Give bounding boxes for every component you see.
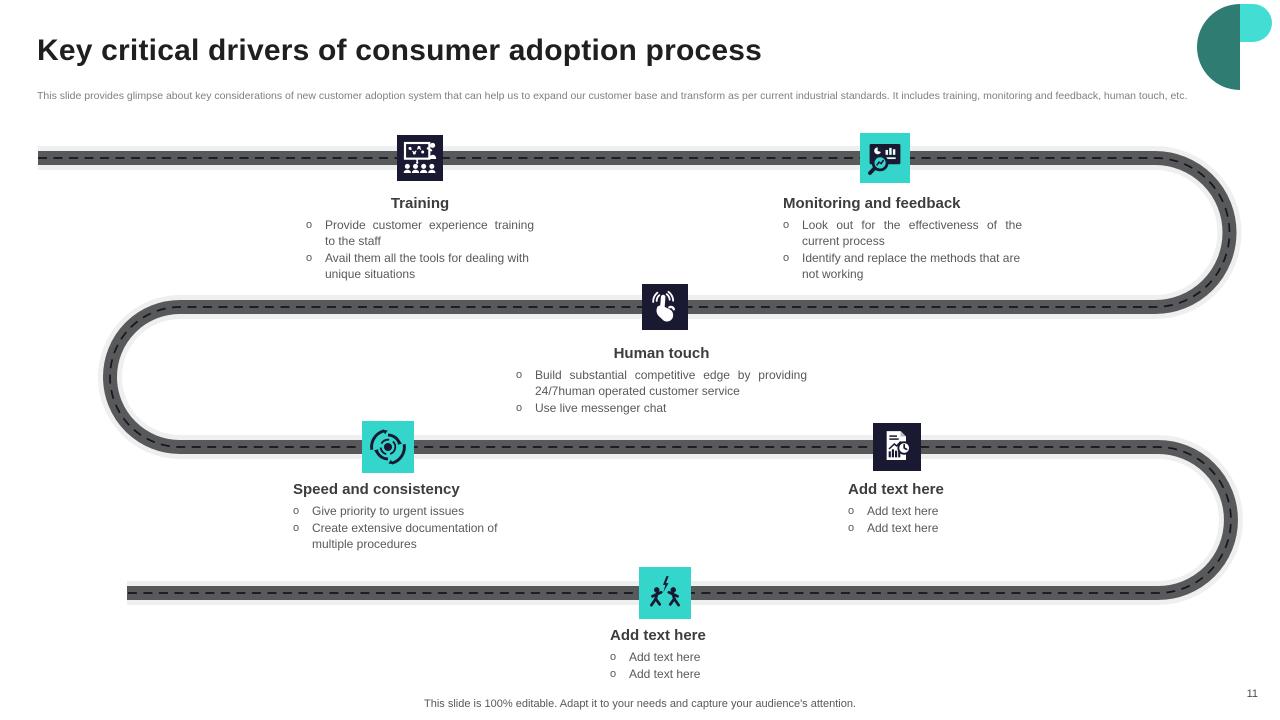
bullet-marker: o (516, 402, 523, 414)
milestone-monitoring-and-feedback: Monitoring and feedback o Look out for t… (783, 194, 1022, 283)
bullet-text: Use live messenger chat (535, 401, 667, 415)
bullet-item: o Use live messenger chat (516, 400, 807, 416)
logo-dark-shape (1197, 4, 1240, 90)
milestone-bullets: o Add text here o Add text here (610, 649, 810, 682)
bullet-marker: o (306, 252, 313, 264)
logo-light-shape (1240, 4, 1272, 42)
bullet-marker: o (516, 369, 523, 381)
cycle-arrows-icon (362, 421, 414, 473)
milestone-human-touch: Human touch o Build substantial competit… (516, 344, 807, 417)
page-number: 11 (1246, 688, 1258, 700)
monitoring-analysis-icon (860, 133, 910, 183)
report-analytics-icon (873, 423, 921, 471)
bullet-marker: o (610, 651, 617, 663)
milestone-title: Speed and consistency (293, 481, 460, 498)
bullet-text-placeholder[interactable]: Add text here (867, 521, 939, 535)
bullet-marker: o (293, 522, 300, 534)
bullet-marker: o (783, 252, 790, 264)
slide-description: This slide provides glimpse about key co… (37, 90, 1188, 102)
bullet-text: Build substantial competitive edge by pr… (535, 368, 807, 398)
bullet-text: Create extensive documentation of multip… (312, 521, 498, 551)
running-competition-icon (639, 567, 691, 619)
bullet-text-placeholder[interactable]: Add text here (867, 504, 939, 518)
bullet-text: Identify and replace the methods that ar… (802, 251, 1021, 281)
bullet-marker: o (848, 522, 855, 534)
milestone-title-placeholder[interactable]: Add text here (848, 481, 944, 498)
milestone-training: Training o Provide customer experience t… (306, 194, 534, 283)
bullet-item: o Provide customer experience training t… (306, 217, 534, 249)
bullet-marker: o (306, 219, 313, 231)
bullet-marker: o (610, 668, 617, 680)
bullet-item: o Add text here (610, 649, 810, 665)
bullet-text: Avail them all the tools for dealing wit… (325, 251, 529, 281)
bullet-item: o Add text here (848, 503, 1048, 519)
milestone-bullets: o Add text here o Add text here (848, 503, 1048, 536)
milestone-bullets: o Build substantial competitive edge by … (516, 367, 807, 416)
bullet-marker: o (848, 505, 855, 517)
bullet-text: Look out for the effectiveness of the cu… (802, 218, 1022, 248)
footer-note: This slide is 100% editable. Adapt it to… (424, 698, 856, 710)
bullet-item: o Give priority to urgent issues (293, 503, 517, 519)
milestone-bullets: o Look out for the effectiveness of the … (783, 217, 1022, 282)
bullet-text-placeholder[interactable]: Add text here (629, 667, 701, 681)
milestone-add-text-bottom: Add text here o Add text here o Add text… (610, 626, 810, 683)
bullet-item: o Create extensive documentation of mult… (293, 520, 517, 552)
milestone-title: Training (390, 195, 450, 212)
milestone-add-text-right: Add text here o Add text here o Add text… (848, 480, 1048, 537)
bullet-item: o Add text here (848, 520, 1048, 536)
training-presentation-icon (397, 135, 443, 181)
page-title: Key critical drivers of consumer adoptio… (37, 34, 763, 67)
bullet-item: o Avail them all the tools for dealing w… (306, 250, 534, 282)
milestone-title: Human touch (613, 345, 710, 362)
milestone-title: Monitoring and feedback (783, 195, 961, 212)
bullet-text-placeholder[interactable]: Add text here (629, 650, 701, 664)
milestone-bullets: o Provide customer experience training t… (306, 217, 534, 282)
bullet-item: o Look out for the effectiveness of the … (783, 217, 1022, 249)
bullet-item: o Add text here (610, 666, 810, 682)
bullet-text: Give priority to urgent issues (312, 504, 465, 518)
brand-logo (1197, 4, 1272, 90)
touch-gesture-icon (642, 284, 688, 330)
milestone-title-placeholder[interactable]: Add text here (610, 627, 706, 644)
milestone-speed-and-consistency: Speed and consistency o Give priority to… (293, 480, 517, 553)
bullet-text: Provide customer experience training to … (325, 218, 534, 248)
bullet-item: o Build substantial competitive edge by … (516, 367, 807, 399)
milestone-bullets: o Give priority to urgent issues o Creat… (293, 503, 517, 552)
bullet-item: o Identify and replace the methods that … (783, 250, 1022, 282)
bullet-marker: o (293, 505, 300, 517)
bullet-marker: o (783, 219, 790, 231)
